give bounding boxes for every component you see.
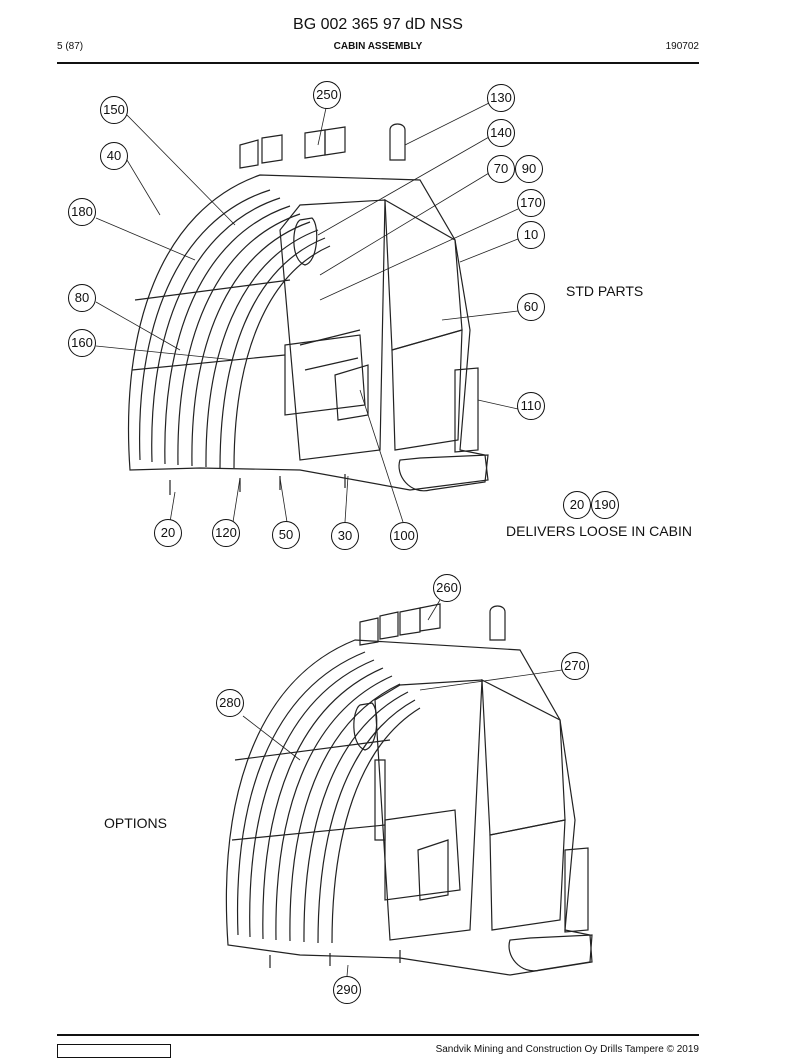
callout-260: 260 xyxy=(433,574,461,602)
footer-rule xyxy=(57,1034,699,1036)
callout-160: 160 xyxy=(68,329,96,357)
date-code: 190702 xyxy=(665,41,699,52)
callout-90: 90 xyxy=(515,155,543,183)
callout-180: 180 xyxy=(68,198,96,226)
callout-80: 80 xyxy=(68,284,96,312)
page-number: 5 (87) xyxy=(57,41,84,52)
callout-10: 10 xyxy=(517,221,545,249)
callout-20: 20 xyxy=(154,519,182,547)
callout-60: 60 xyxy=(517,293,545,321)
callout-290: 290 xyxy=(333,976,361,1004)
callout-20-loose: 20 xyxy=(563,491,591,519)
callout-190: 190 xyxy=(591,491,619,519)
delivers-loose-label: DELIVERS LOOSE IN CABIN xyxy=(506,523,692,539)
callout-280: 280 xyxy=(216,689,244,717)
std-parts-label: STD PARTS xyxy=(566,283,644,299)
callout-150: 150 xyxy=(100,96,128,124)
callout-110: 110 xyxy=(517,392,545,420)
upper-leader-lines xyxy=(95,102,519,523)
callout-100: 100 xyxy=(390,522,418,550)
callout-40: 40 xyxy=(100,142,128,170)
callout-130: 130 xyxy=(487,84,515,112)
options-label: OPTIONS xyxy=(104,815,168,831)
lower-leader-lines xyxy=(242,599,563,977)
section-title: CABIN ASSEMBLY xyxy=(333,41,423,52)
callout-120: 120 xyxy=(212,519,240,547)
header-rule xyxy=(57,62,699,64)
sandvik-logo-icon xyxy=(57,1044,171,1058)
upper-cabin-illustration xyxy=(127,123,489,495)
callout-250: 250 xyxy=(313,81,341,109)
document-title: BG 002 365 97 dD NSS xyxy=(293,16,463,33)
callout-270: 270 xyxy=(561,652,589,680)
callout-70: 70 xyxy=(487,155,515,183)
callout-140: 140 xyxy=(487,119,515,147)
callout-50: 50 xyxy=(272,521,300,549)
callout-170: 170 xyxy=(517,189,545,217)
footer-copyright: Sandvik Mining and Construction Oy Drill… xyxy=(435,1044,699,1055)
lower-cabin-illustration xyxy=(225,603,593,976)
callout-30: 30 xyxy=(331,522,359,550)
